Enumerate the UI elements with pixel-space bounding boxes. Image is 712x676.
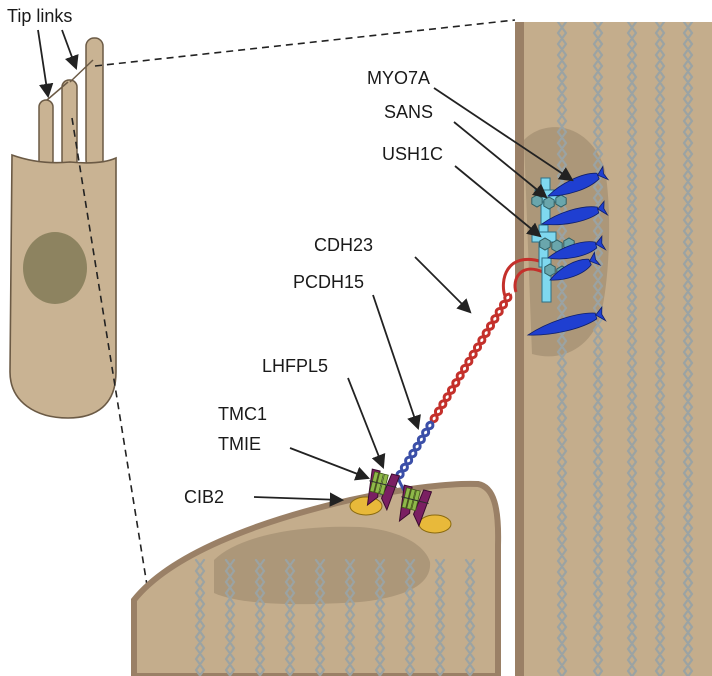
label-sans: SANS <box>384 102 433 122</box>
actin-filament <box>654 22 666 676</box>
actin-filament <box>464 558 476 676</box>
label-cib2: CIB2 <box>184 487 224 507</box>
arrow-tip-links-2 <box>61 29 79 71</box>
sans-protein <box>543 196 555 210</box>
cib2-protein <box>349 496 383 516</box>
arrow-ush1c <box>454 165 542 238</box>
label-tmc1: TMC1 <box>218 404 267 424</box>
sans-protein <box>531 194 543 208</box>
label-myo7a: MYO7A <box>367 68 430 88</box>
actin-filament <box>344 558 356 676</box>
actin-filament <box>254 558 266 676</box>
short-stereocilium-tip <box>131 480 502 676</box>
label-tip-links: Tip links <box>7 6 72 26</box>
arrows <box>37 29 574 507</box>
tmc1-channel <box>366 468 401 512</box>
upper-tip-link-complex <box>526 165 610 336</box>
label-pcdh15: PCDH15 <box>293 272 364 292</box>
hair-cell-overview <box>9 37 117 419</box>
myo7a-motor <box>547 165 610 197</box>
arrow-lhfpl5 <box>347 377 386 470</box>
myo7a-motor <box>540 200 609 226</box>
arrow-myo7a <box>433 87 574 182</box>
cib2-protein <box>418 514 452 534</box>
stereocilium-tall <box>85 37 104 169</box>
actin-filament <box>284 558 296 676</box>
myo7a-motor <box>547 234 607 260</box>
actin-filament <box>682 22 694 676</box>
label-tmie: TMIE <box>218 434 261 454</box>
arrow-tmc1-tmie <box>289 447 371 481</box>
myo7a-motor <box>549 251 602 281</box>
tip-link <box>379 258 544 501</box>
arrow-pcdh15 <box>372 294 421 431</box>
tmc1-channel <box>398 484 433 528</box>
cdh23-strand <box>501 258 544 297</box>
actin-filament <box>224 558 236 676</box>
mechanotransduction-channel-complex <box>349 468 452 534</box>
labels: Tip links MYO7A SANS USH1C CDH23 PCDH15 … <box>7 6 443 507</box>
zoom-line-bottom <box>71 117 151 605</box>
cdh23-strand <box>513 267 544 293</box>
tip-link-tall <box>69 59 94 83</box>
tall-stereocilium-membrane <box>515 22 524 676</box>
actin-filament <box>434 558 446 676</box>
actin-filament <box>626 22 638 676</box>
sans-protein <box>544 263 556 277</box>
sans-protein <box>555 194 567 208</box>
actin-filaments-short <box>194 558 476 676</box>
label-ush1c: USH1C <box>382 144 443 164</box>
lower-tip-density <box>214 526 431 605</box>
actin-filament <box>374 558 386 676</box>
nucleus <box>23 232 87 304</box>
actin-filament <box>314 558 326 676</box>
label-cdh23: CDH23 <box>314 235 373 255</box>
actin-filament <box>404 558 416 676</box>
myo7a-motor <box>526 305 607 336</box>
label-lhfpl5: LHFPL5 <box>262 356 328 376</box>
sans-protein <box>539 237 551 251</box>
arrow-cdh23 <box>414 256 472 314</box>
stereocilium-medium <box>61 79 78 169</box>
arrow-sans <box>453 121 548 199</box>
zoom-line-top <box>94 19 516 67</box>
actin-filament <box>194 558 206 676</box>
tall-stereocilium-cross-section <box>515 22 712 676</box>
stereocilium-short <box>38 99 54 169</box>
arrow-tip-links-1 <box>37 29 54 99</box>
arrow-cib2 <box>253 492 345 507</box>
